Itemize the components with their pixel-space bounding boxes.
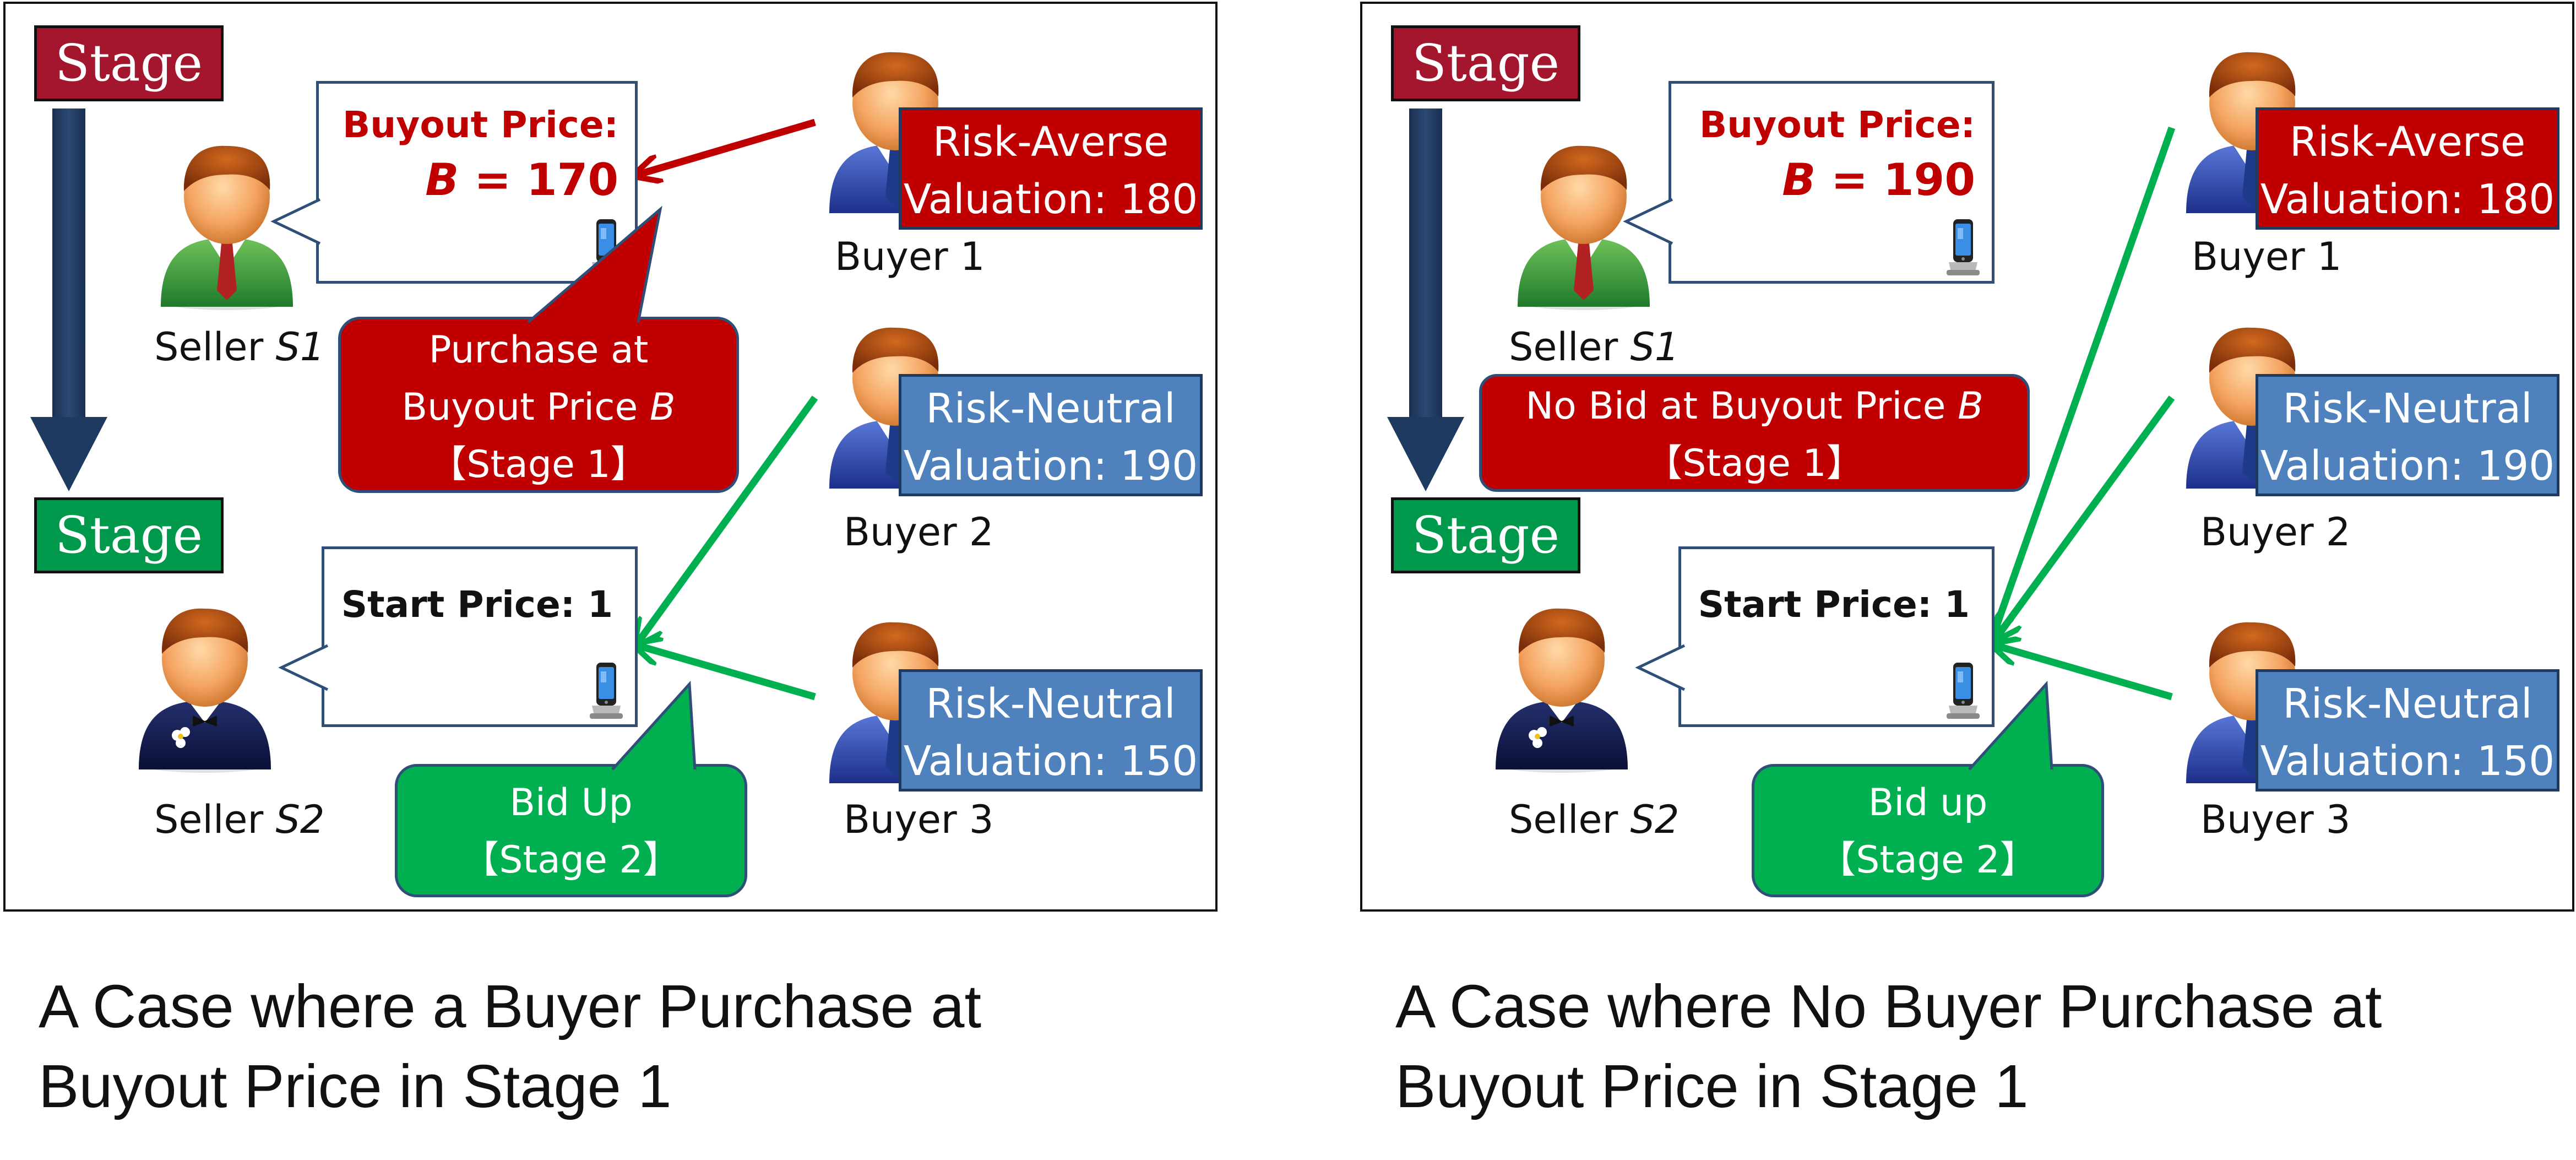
start-price-text: Start Price: 1 [1698, 583, 1970, 626]
purchase-callout: Purchase at Buyout Price B 【Stage 1】 [338, 205, 739, 493]
buyer2-valuation: Valuation: 190 [903, 442, 1198, 490]
buyout-price-title: Buyout Price: [1699, 104, 1975, 146]
bid-up-line1: Bid up [1868, 781, 1988, 825]
buyout-price-title: Buyout Price: [343, 104, 618, 146]
seller-s2-avatar [1479, 588, 1644, 775]
bid-arrows [1362, 126, 2176, 701]
buyer3-label: Buyer 3 [2200, 797, 2351, 842]
right-caption: A Case where No Buyer Purchase at Buyout… [1395, 967, 2382, 1126]
right-caption-line1: A Case where No Buyer Purchase at [1395, 973, 2382, 1040]
buyer1-label: Buyer 1 [2192, 234, 2342, 279]
buyer3-to-start-arrow [638, 646, 816, 701]
buyout-price-value: B = 190 [1782, 154, 1975, 205]
stage-flow-arrow [30, 109, 107, 491]
stage1-label: Stage 1 [34, 25, 224, 163]
buyout-price-bubble: Buyout Price: B = 190 [1623, 81, 1995, 284]
buyer3-to-start-arrow [1996, 646, 2173, 701]
buyer3-type: Risk-Neutral [2282, 680, 2532, 728]
buyer1-valuation: Valuation: 180 [2260, 176, 2555, 223]
buyer2-valuation-box: Risk-Neutral Valuation: 190 [899, 374, 1203, 496]
buyout-price-value: B = 170 [425, 154, 618, 205]
seller-s2-label: Seller S2 [154, 797, 325, 842]
bid-up-line2: 【Stage 2】 [1818, 838, 2037, 882]
buyer1-to-start-arrow [1995, 126, 2176, 632]
buyer1-valuation-box: Risk-Averse Valuation: 180 [2256, 107, 2559, 230]
buyer2-label: Buyer 2 [2200, 509, 2351, 555]
bid-arrows [6, 118, 818, 701]
buyer2-valuation: Valuation: 190 [2260, 442, 2555, 490]
buyer3-label: Buyer 3 [844, 797, 994, 842]
bid-up-line1: Bid Up [509, 781, 633, 825]
bid-up-callout: Bid up 【Stage 2】 [1752, 680, 2104, 897]
phone-icon [1947, 217, 1980, 278]
no-bid-line2: 【Stage 1】 [1645, 442, 1864, 485]
no-bid-callout: No Bid at Buyout Price B 【Stage 1】 [1479, 374, 2030, 492]
stage2-label: Stage 2 [34, 497, 224, 635]
buyer1-type: Risk-Averse [2289, 118, 2526, 166]
buyer2-type: Risk-Neutral [926, 385, 1176, 432]
stage1-label: Stage 1 [1391, 25, 1580, 163]
buyer3-type: Risk-Neutral [926, 680, 1176, 728]
bid-up-callout: Bid Up 【Stage 2】 [395, 680, 747, 897]
buyer1-to-buyout-arrow [638, 118, 816, 175]
seller-s1-label: Seller S1 [1509, 324, 1680, 370]
buyer2-to-start-arrow [1997, 395, 2175, 637]
seller-s2-avatar [122, 588, 287, 775]
buyer3-valuation: Valuation: 150 [903, 738, 1198, 785]
left-caption-line1: A Case where a Buyer Purchase at [39, 973, 982, 1040]
purchase-callout-line2: Buyout Price B [401, 386, 676, 429]
buyer2-valuation-box: Risk-Neutral Valuation: 190 [2256, 374, 2559, 496]
stage2-label: Stage 2 [1391, 497, 1580, 635]
buyer1-valuation-box: Risk-Averse Valuation: 180 [899, 107, 1203, 230]
left-caption: A Case where a Buyer Purchase at Buyout … [39, 967, 981, 1126]
purchase-callout-line3: 【Stage 1】 [429, 443, 648, 486]
left-panel: Stage 1 Stage 2 Seller S1 Buyout Price: … [3, 2, 1218, 912]
left-caption-line2: Buyout Price in Stage 1 [39, 1053, 672, 1120]
buyout-price-bubble: Buyout Price: B = 170 [270, 81, 638, 284]
buyer1-label: Buyer 1 [835, 234, 985, 279]
seller-s2-label: Seller S2 [1509, 797, 1680, 842]
buyer2-label: Buyer 2 [844, 509, 994, 555]
right-caption-line2: Buyout Price in Stage 1 [1395, 1053, 2029, 1120]
right-panel: Stage 1 Stage 2 Seller S1 Buyout Price: … [1360, 2, 2574, 912]
buyer1-valuation: Valuation: 180 [903, 176, 1198, 223]
purchase-callout-line1: Purchase at [428, 328, 649, 372]
no-bid-line1: No Bid at Buyout Price B [1525, 384, 1983, 428]
seller-s1-label: Seller S1 [154, 324, 325, 370]
bid-up-line2: 【Stage 2】 [461, 838, 681, 882]
start-price-text: Start Price: 1 [341, 583, 613, 626]
buyer1-type: Risk-Averse [932, 118, 1169, 166]
stage-flow-arrow [1387, 109, 1464, 491]
start-price-bubble: Start Price: 1 [278, 546, 638, 727]
buyer3-valuation: Valuation: 150 [2260, 738, 2555, 785]
buyer2-type: Risk-Neutral [2282, 385, 2532, 432]
start-price-bubble: Start Price: 1 [1635, 546, 1995, 727]
buyer3-valuation-box: Risk-Neutral Valuation: 150 [899, 669, 1203, 792]
buyer3-valuation-box: Risk-Neutral Valuation: 150 [2256, 669, 2559, 792]
buyer2-to-start-arrow [638, 395, 818, 643]
